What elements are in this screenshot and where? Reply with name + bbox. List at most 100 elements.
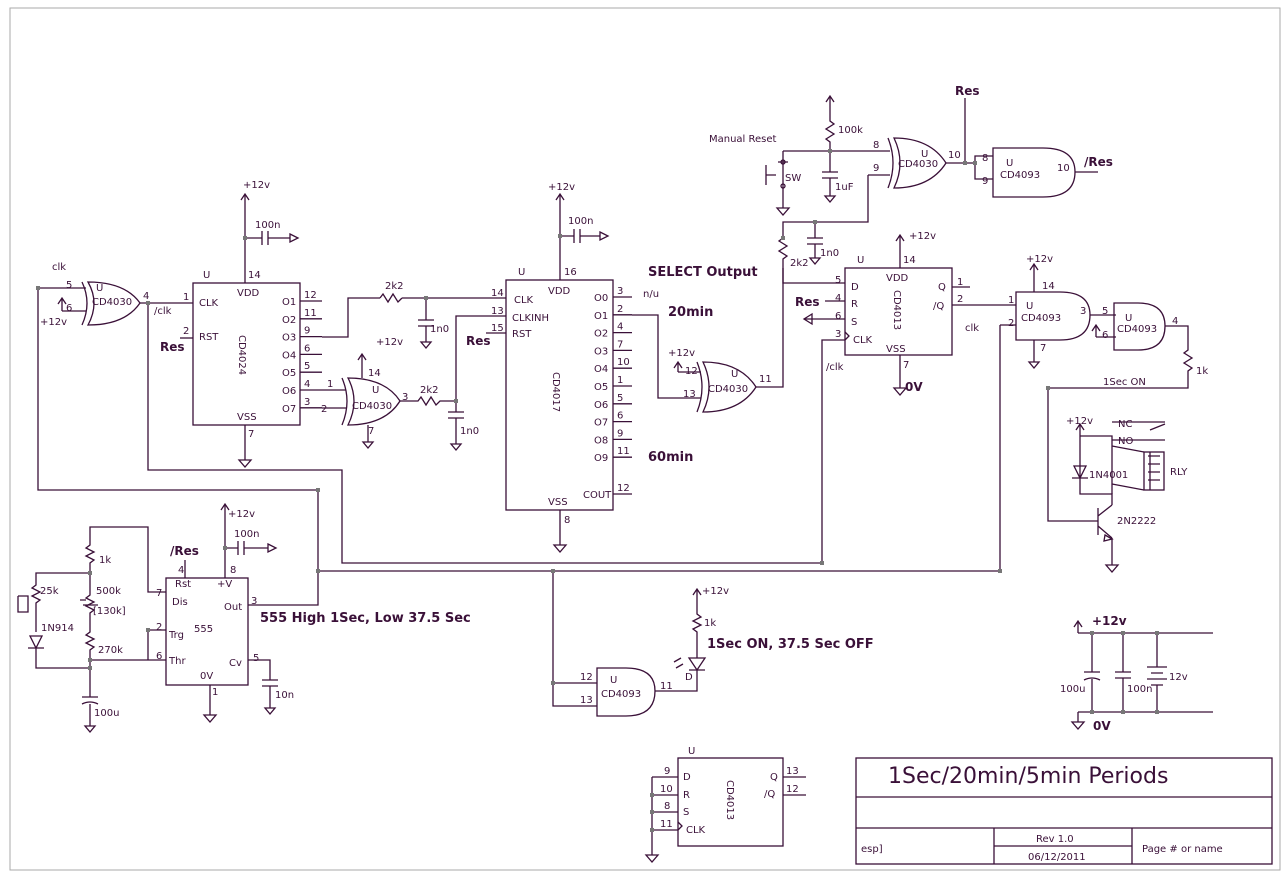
- chip-label-u7: CD4093: [1000, 170, 1040, 181]
- pin-label: 9: [982, 176, 988, 187]
- pin-label: 14: [491, 288, 504, 299]
- r-pin-label: R: [683, 790, 690, 801]
- nq-pin-label: /Q: [764, 789, 775, 800]
- output-pin-number: 6: [304, 343, 310, 354]
- resistor-label: 2k2: [790, 258, 809, 269]
- output-pin-name: COUT: [583, 490, 612, 501]
- output-pin-name: O6: [282, 386, 296, 397]
- gnd-label: 0V: [905, 380, 923, 394]
- pin-label: 1: [212, 687, 218, 698]
- pin-label: 5: [835, 275, 841, 286]
- q-pin-label: Q: [938, 282, 946, 293]
- output-pin-number: 4: [617, 322, 623, 333]
- author-label: esp]: [861, 844, 883, 855]
- unit-letter: U: [518, 267, 525, 278]
- nres-label-top: /Res: [1084, 155, 1113, 169]
- diode-label: 1N914: [41, 623, 74, 634]
- output-pin-name: O7: [594, 418, 608, 429]
- led-note: 1Sec ON, 37.5 Sec OFF: [707, 637, 874, 652]
- d-pin-label: D: [683, 772, 691, 783]
- pin-label: 2: [183, 326, 189, 337]
- date-label: 06/12/2011: [1028, 852, 1086, 863]
- output-pin-name: O0: [594, 293, 608, 304]
- cv-pin-label: Cv: [229, 658, 242, 669]
- pin-label: 14: [903, 255, 916, 266]
- timer-note: 555 High 1Sec, Low 37.5 Sec: [260, 611, 471, 626]
- output-pin-name: O5: [282, 368, 296, 379]
- chip-label-u2: CD4024: [236, 335, 247, 375]
- output-pin-number: 10: [617, 357, 630, 368]
- output-pin-number: 7: [617, 339, 623, 350]
- pin-label: 7: [1040, 343, 1046, 354]
- out-pin-label: Out: [224, 602, 242, 613]
- pin-label: 13: [580, 695, 593, 706]
- clk-pin-label: CLK: [686, 825, 706, 836]
- cap-label: 100n: [1127, 684, 1152, 695]
- pin-label: 6: [1102, 330, 1108, 341]
- battery-label: 12v: [1169, 672, 1188, 683]
- chip-label-u3: CD4030: [352, 401, 392, 412]
- output-pin-name: O3: [594, 346, 608, 357]
- vcc-pin-label: +V: [217, 579, 232, 590]
- xor-gate-u6: U CD4030 8 9 10: [873, 137, 961, 189]
- pin-label: 5: [66, 280, 72, 291]
- output-pin-number: 6: [617, 411, 623, 422]
- pin-label: 11: [660, 819, 673, 830]
- vplus-label: +12v: [1066, 416, 1093, 427]
- resistor-label: 1k: [99, 555, 111, 566]
- resistor-label: 25k: [40, 586, 59, 597]
- vplus-label: +12v: [243, 180, 270, 191]
- pin-label: 1: [1008, 295, 1014, 306]
- pin-label: 5: [253, 653, 259, 664]
- output-pin-name: O2: [282, 315, 296, 326]
- pin-label: 1: [957, 277, 963, 288]
- clkinh-pin-label: CLKINH: [512, 313, 549, 324]
- clk-pin-label: CLK: [199, 298, 219, 309]
- chip-label-u10: CD4093: [1117, 324, 1157, 335]
- pin-label: 10: [660, 784, 673, 795]
- nres-label-555: /Res: [170, 544, 199, 558]
- page-label: Page # or name: [1142, 844, 1223, 855]
- pin-label: 8: [230, 565, 236, 576]
- revision-label: Rev 1.0: [1036, 834, 1074, 845]
- output-pin-number: 1: [617, 375, 623, 386]
- pin-label: 14: [248, 270, 261, 281]
- rst-pin-label: RST: [199, 332, 219, 343]
- pin-label: 8: [982, 153, 988, 164]
- pin-label: 11: [660, 681, 673, 692]
- pin-label: 14: [368, 368, 381, 379]
- pin-label: 4: [143, 291, 149, 302]
- rst-pin-label: Rst: [175, 579, 191, 590]
- select-output-label: SELECT Output: [648, 265, 758, 280]
- cap-label: 1n0: [460, 426, 479, 437]
- chip-label-u5: CD4030: [708, 384, 748, 395]
- vplus-label: +12v: [228, 509, 255, 520]
- pin-label: 3: [835, 329, 841, 340]
- unit-letter: U: [1026, 301, 1033, 312]
- pin-label: 6: [835, 311, 841, 322]
- counter-chip-u2: U VDD CLK RST VSS CD4024 1 2 14 7 O112O2…: [183, 270, 322, 440]
- vplus-label: +12v: [909, 231, 936, 242]
- pin-label: 10: [1057, 163, 1070, 174]
- pin-label: 3: [1080, 306, 1086, 317]
- resistor-label: 2k2: [385, 281, 404, 292]
- junction-dots: [36, 149, 1159, 832]
- output-pin-name: O4: [282, 350, 296, 361]
- relay-no-label: NO: [1118, 436, 1133, 447]
- cap-label: 100n: [255, 220, 280, 231]
- manual-reset-label: Manual Reset: [709, 134, 777, 145]
- resistor-label: 1k: [704, 618, 716, 629]
- thr-pin-label: Thr: [168, 656, 186, 667]
- pin-label: 16: [564, 267, 577, 278]
- pin-label: 13: [786, 766, 799, 777]
- pin-label: 8: [664, 801, 670, 812]
- pin-label: 4: [178, 565, 184, 576]
- timer-555-u11: Rst +V Dis Trg Thr Out 0V Cv 555 4 8 7 2…: [156, 565, 259, 698]
- pin-label: 15: [491, 323, 504, 334]
- chip-label-u4: CD4017: [550, 372, 561, 412]
- unit-letter: U: [610, 675, 617, 686]
- pin-label: 9: [873, 163, 879, 174]
- nand-gate-u7: U CD4093 8 9 10: [982, 147, 1076, 198]
- chip-label-u11: 555: [194, 624, 213, 635]
